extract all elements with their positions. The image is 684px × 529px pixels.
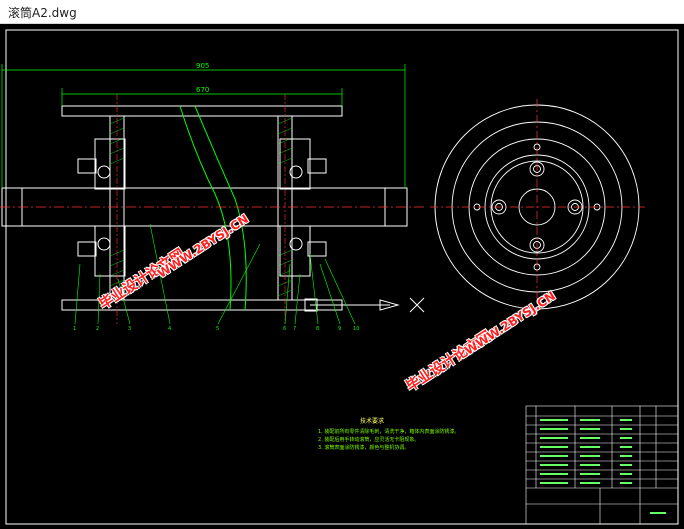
part-number-label: 7 bbox=[293, 326, 296, 332]
part-number-label: 3 bbox=[128, 326, 131, 332]
window-title: 滚筒A2.dwg bbox=[8, 6, 77, 20]
part-number-label: 9 bbox=[338, 326, 341, 332]
window-titlebar: 滚筒A2.dwg bbox=[0, 0, 684, 24]
part-number-label: 10 bbox=[353, 326, 359, 332]
title-block bbox=[525, 405, 679, 525]
cad-drawing-canvas[interactable]: 905 670 bbox=[0, 24, 684, 529]
dim-overall-label: 905 bbox=[196, 62, 209, 70]
drawing-frame bbox=[5, 29, 679, 525]
part-number-label: 5 bbox=[216, 326, 219, 332]
technical-note-3: 3. 滚筒表面涂防锈漆，颜色与整机协调。 bbox=[318, 445, 410, 451]
part-number-label: 8 bbox=[316, 326, 319, 332]
drawing-svg: 905 670 bbox=[0, 29, 679, 525]
part-number-label: 1 bbox=[73, 326, 76, 332]
technical-note-1: 1. 装配前所有零件清除毛刺，清洗干净，箱体内表面涂防锈漆。 bbox=[318, 429, 460, 435]
technical-notes-heading: 技术要求 bbox=[360, 418, 385, 425]
dim-inner-label: 670 bbox=[196, 86, 209, 94]
dimension-lines bbox=[1, 64, 406, 188]
part-number-label: 2 bbox=[96, 326, 99, 332]
part-number-label: 6 bbox=[283, 326, 286, 332]
leader-lines bbox=[74, 223, 356, 325]
part-number-label: 4 bbox=[168, 326, 171, 332]
roller-section-view bbox=[0, 94, 425, 324]
technical-note-2: 2. 装配后用手转动滚筒，应灵活无卡阻现象。 bbox=[318, 437, 420, 443]
parts-list-marks bbox=[540, 419, 666, 514]
